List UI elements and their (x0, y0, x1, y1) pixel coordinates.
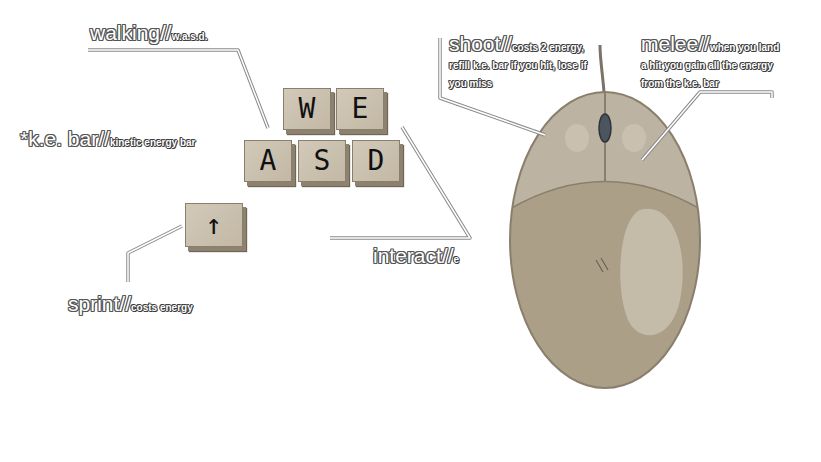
mouse-palm (500, 182, 710, 401)
interact-label: interact//e (373, 244, 459, 267)
kinetic-bar-label: *k.e. bar//kinetic energy bar (20, 127, 195, 150)
keycap: S (298, 140, 346, 182)
control-note: w.a.s.d. (172, 31, 208, 42)
keycap: E (336, 88, 384, 130)
palm-highlight (620, 209, 682, 336)
key-letter: S (314, 147, 331, 175)
walking-label: walking//w.a.s.d. (90, 21, 207, 44)
shoot-label: shoot//costs 2 energy, refill k.e. bar i… (449, 32, 601, 90)
control-name: walking// (90, 21, 172, 44)
scroll-wheel (599, 114, 611, 142)
control-note: kinetic energy bar (110, 137, 196, 148)
keycap: D (352, 140, 400, 182)
key-letter: A (260, 147, 277, 175)
keycap: A (244, 140, 292, 182)
sprint-label: sprint//costs energy (68, 292, 193, 315)
control-note: costs energy (131, 302, 193, 313)
control-name: shoot// (449, 32, 512, 55)
leader-lines (88, 38, 772, 282)
control-name: melee// (641, 32, 710, 55)
mouse-mark (596, 258, 608, 272)
key-letter: W (299, 95, 316, 123)
button-highlight (565, 124, 589, 152)
control-name: interact// (373, 244, 454, 267)
melee-label: melee//when you land a hit you gain all … (641, 32, 783, 90)
button-highlight (622, 124, 646, 152)
key-letter: ↑ (206, 211, 223, 239)
keycap: ↑ (185, 203, 243, 247)
key-letter: E (352, 95, 369, 123)
keycap: W (283, 88, 331, 130)
control-name: sprint// (68, 292, 131, 315)
control-name: *k.e. bar// (20, 127, 110, 150)
control-note: e (454, 254, 460, 265)
key-letter: D (368, 147, 385, 175)
